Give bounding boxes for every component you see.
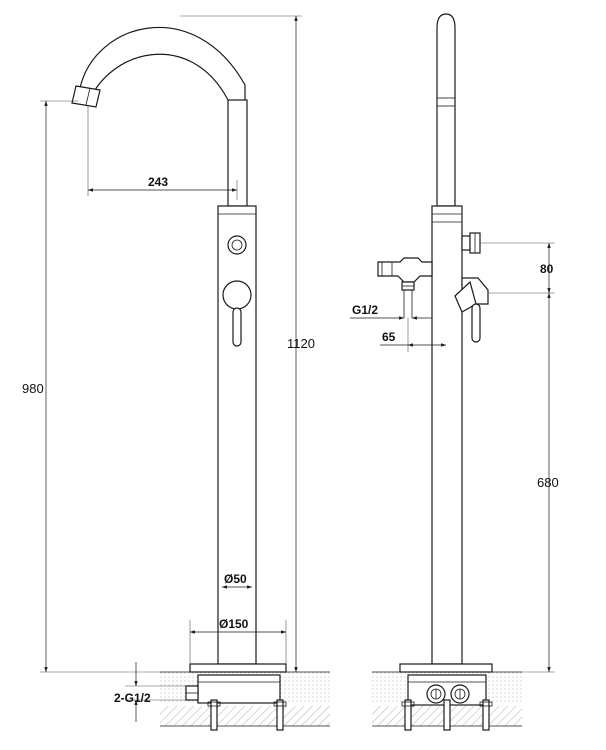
dim-total-height: 1120 bbox=[287, 336, 315, 351]
mixer-handle bbox=[222, 280, 252, 310]
spout-tip-side bbox=[436, 97, 456, 107]
mounting-box-front bbox=[197, 674, 281, 704]
upper-pipe-side bbox=[436, 13, 456, 207]
dim-valve-spacing: 80 bbox=[540, 262, 554, 276]
inlet-ports-side bbox=[426, 684, 470, 704]
inlet-fitting-front bbox=[185, 685, 199, 701]
front-view: 243 980 1120 Ø50 Ø150 2-G1/2 bbox=[22, 15, 330, 731]
outlet-pipe-side bbox=[377, 257, 433, 318]
dim-lower-valve-height: 680 bbox=[537, 475, 559, 490]
diverter-knob-side bbox=[461, 232, 481, 254]
mixer-lever bbox=[232, 307, 242, 347]
dim-spout-reach: 243 bbox=[148, 175, 168, 189]
dim-pipe-diameter: Ø50 bbox=[224, 572, 247, 586]
anchor-bolts-front bbox=[207, 699, 287, 731]
mixer-handle-side bbox=[454, 277, 489, 343]
dim-outlet-thread: G1/2 bbox=[352, 303, 378, 317]
dim-inlet-thread: 2-G1/2 bbox=[114, 691, 151, 705]
dim-spout-height: 980 bbox=[22, 381, 44, 396]
base-plate-front bbox=[189, 663, 287, 673]
dim-outlet-offset: 65 bbox=[382, 330, 396, 344]
body-column-front bbox=[217, 205, 257, 665]
anchor-bolts-side bbox=[401, 699, 493, 731]
spout-tip bbox=[71, 85, 101, 108]
spout-pipe bbox=[79, 26, 246, 100]
base-plate-side bbox=[399, 663, 493, 673]
dim-base-diameter: Ø150 bbox=[219, 617, 249, 631]
body-column-side bbox=[431, 205, 463, 665]
diverter-knob bbox=[227, 235, 247, 255]
side-view: 80 680 G1/2 65 bbox=[350, 13, 559, 731]
